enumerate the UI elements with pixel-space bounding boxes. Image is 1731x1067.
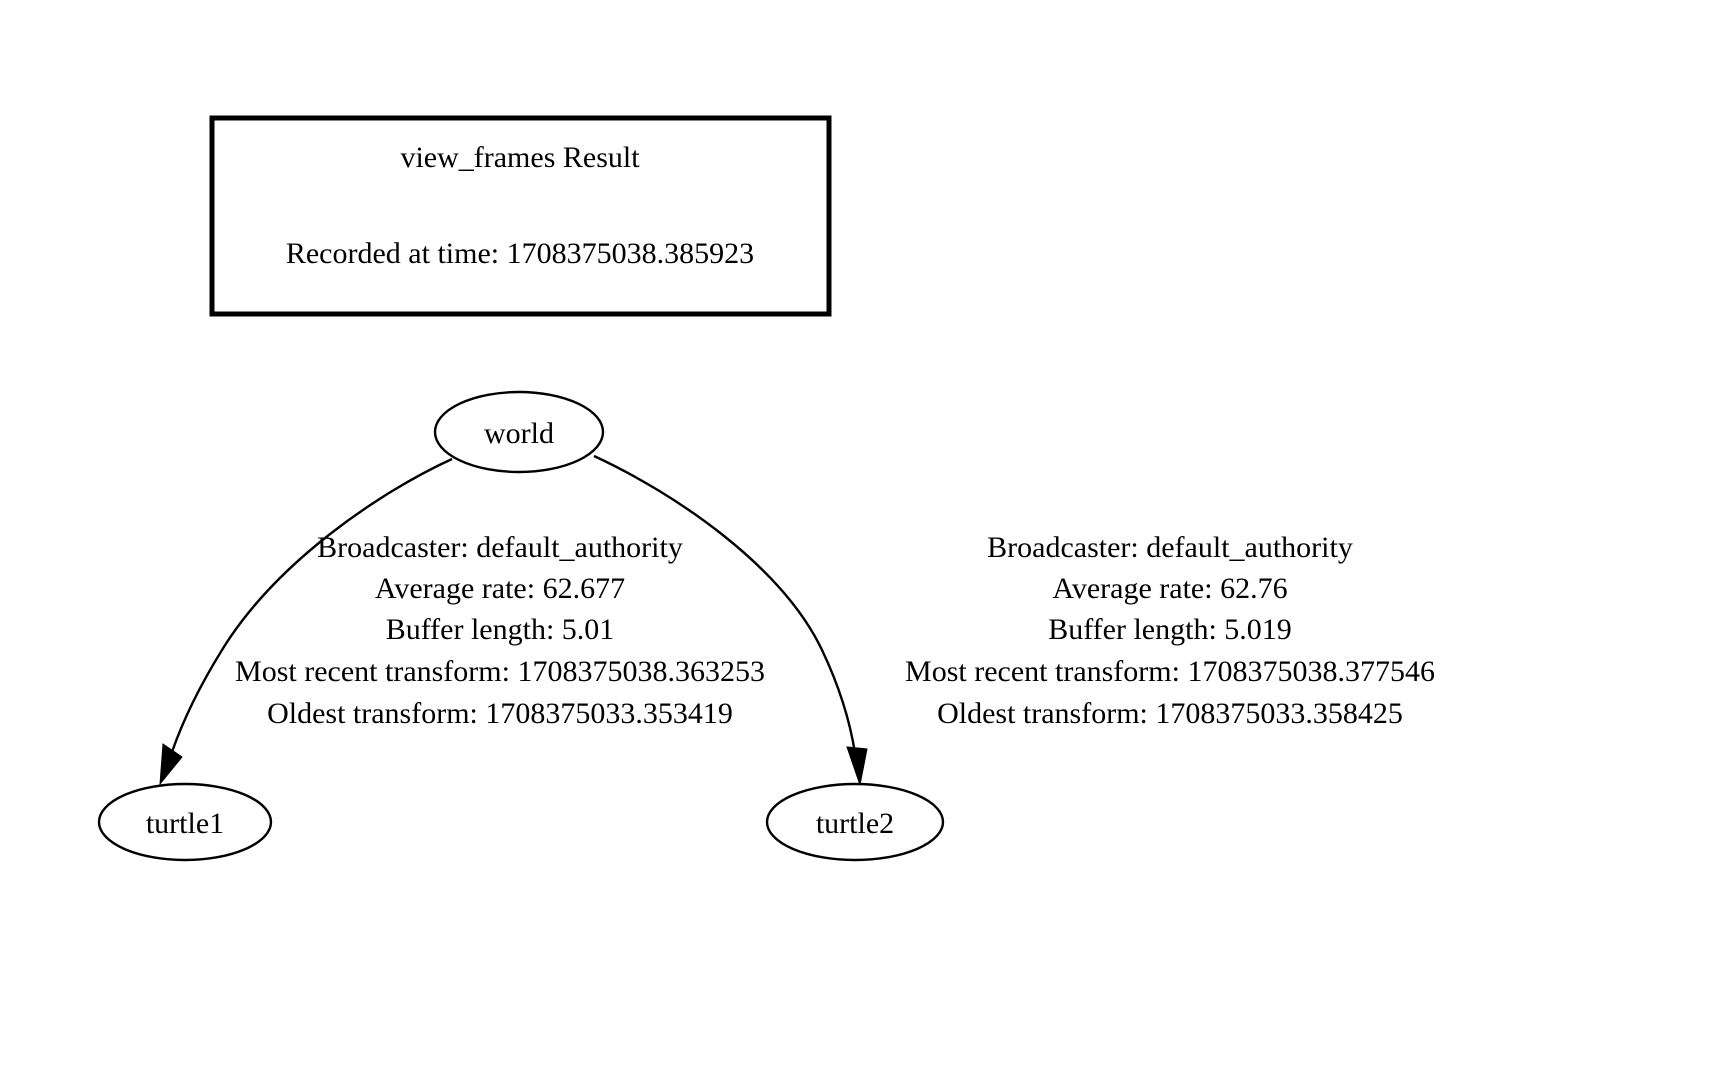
- node-turtle1-label: turtle1: [146, 807, 224, 840]
- title-box-line-1: view_frames Result: [400, 141, 640, 174]
- edge-label-world-turtle1-line-4: Most recent transform: 1708375038.363253: [235, 655, 765, 688]
- edge-label-world-turtle2-line-2: Average rate: 62.76: [1052, 572, 1287, 605]
- edge-label-world-turtle1: Broadcaster: default_authority Average r…: [235, 531, 765, 730]
- edge-world-turtle1-path: [170, 457, 453, 753]
- edge-label-world-turtle2-line-3: Buffer length: 5.019: [1048, 613, 1292, 646]
- edge-world-turtle2-arrowhead: [846, 746, 868, 787]
- node-world[interactable]: world: [433, 390, 605, 474]
- edge-label-world-turtle1-line-5: Oldest transform: 1708375033.353419: [267, 697, 733, 730]
- edge-world-turtle2-path: [593, 454, 857, 754]
- edge-world-turtle1-arrowhead: [159, 743, 183, 786]
- edge-label-world-turtle1-line-2: Average rate: 62.677: [375, 572, 625, 605]
- title-box: view_frames Result Recorded at time: 170…: [209, 115, 832, 317]
- edge-label-world-turtle2-line-4: Most recent transform: 1708375038.377546: [905, 655, 1435, 688]
- node-turtle2[interactable]: turtle2: [765, 782, 945, 862]
- node-turtle2-ellipse[interactable]: [765, 782, 945, 862]
- node-world-ellipse[interactable]: [433, 390, 605, 474]
- title-box-border: [209, 115, 832, 317]
- title-box-line-2: Recorded at time: 1708375038.385923: [286, 237, 754, 270]
- edge-label-world-turtle1-line-1: Broadcaster: default_authority: [317, 531, 683, 564]
- node-turtle1-ellipse[interactable]: [97, 782, 273, 862]
- node-world-label: world: [484, 417, 554, 450]
- edge-label-world-turtle1-line-3: Buffer length: 5.01: [386, 613, 615, 646]
- edge-world-to-turtle1: [159, 457, 453, 786]
- edge-label-world-turtle2-line-1: Broadcaster: default_authority: [987, 531, 1353, 564]
- edge-world-to-turtle2: [593, 454, 868, 787]
- node-turtle1[interactable]: turtle1: [97, 782, 273, 862]
- edge-label-world-turtle2-line-5: Oldest transform: 1708375033.358425: [937, 697, 1403, 730]
- edge-label-world-turtle2: Broadcaster: default_authority Average r…: [905, 531, 1435, 730]
- node-turtle2-label: turtle2: [816, 807, 894, 840]
